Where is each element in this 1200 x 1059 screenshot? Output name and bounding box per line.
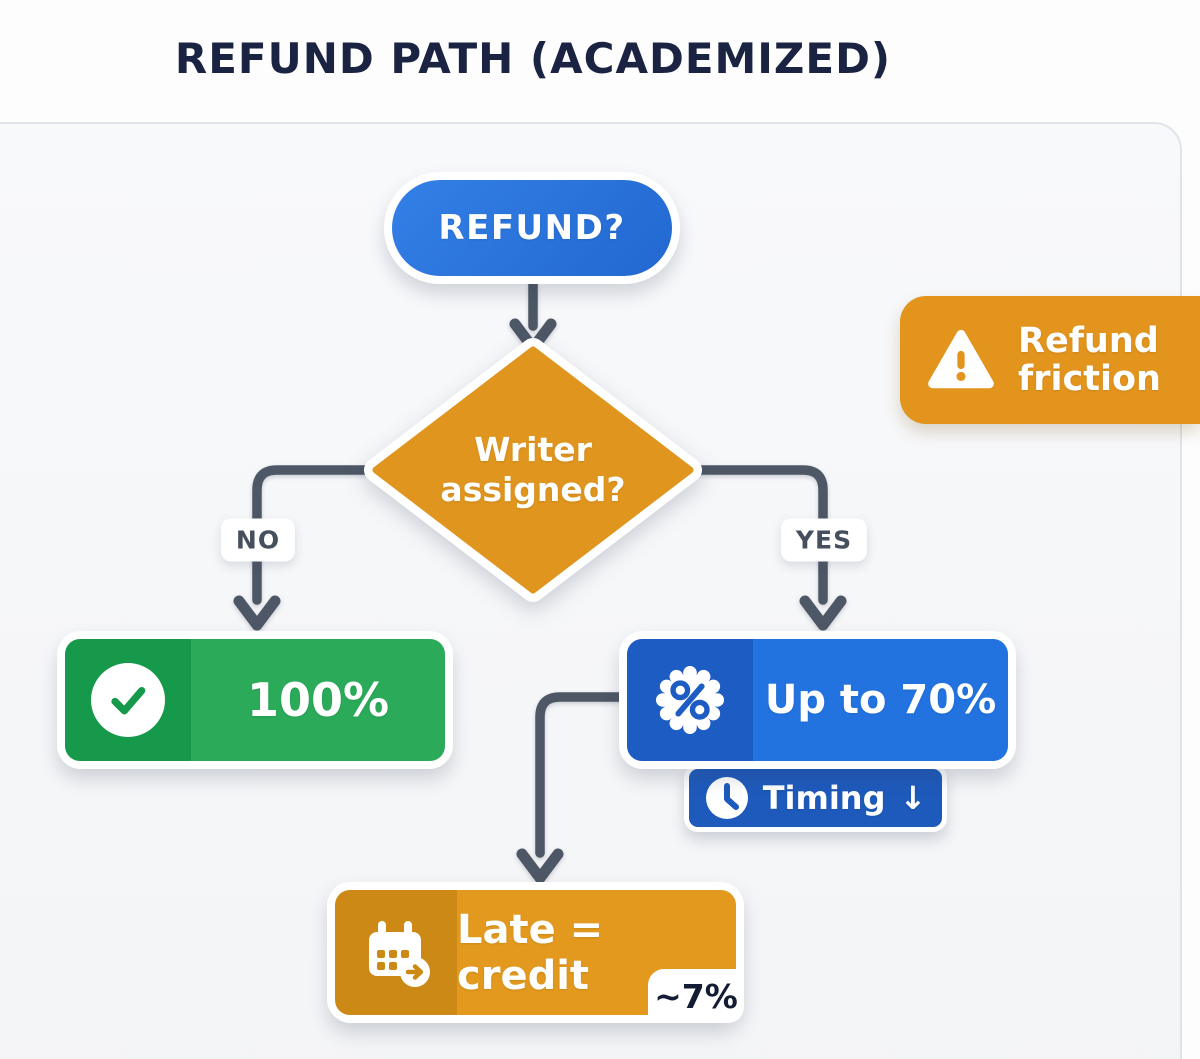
partial-refund-label-cell: Up to 70%	[753, 639, 1008, 761]
percent-seal-icon	[655, 665, 725, 735]
friction-line1: Refund	[1018, 320, 1159, 361]
outcome-partial-refund: Up to 70%	[619, 631, 1016, 769]
friction-line2: friction	[1018, 359, 1161, 399]
late-credit-rate-badge: ~7%	[648, 969, 744, 1023]
connector-decision-yes	[683, 465, 828, 605]
warning-triangle-icon	[928, 329, 994, 389]
outcome-full-refund: 100%	[57, 631, 453, 769]
partial-refund-value: Up to 70%	[764, 677, 997, 723]
start-label: REFUND?	[438, 208, 626, 248]
diamond-fill	[372, 346, 694, 594]
full-refund-value: 100%	[246, 673, 390, 727]
partial-refund-icon-cell	[627, 639, 753, 761]
late-credit-icon-cell	[335, 890, 457, 1015]
calendar-forward-icon	[369, 920, 430, 987]
connector-blue-to-late	[535, 692, 627, 858]
full-refund-label-cell: 100%	[191, 639, 445, 761]
decision-label: Writer assigned?	[383, 430, 683, 511]
decision-line2: assigned?	[440, 470, 626, 509]
decision-line1: Writer	[474, 429, 592, 469]
timing-label: Timing	[762, 779, 886, 817]
branch-label-no: NO	[220, 518, 296, 562]
down-arrow-glyph: ↓	[899, 779, 927, 817]
page-title: REFUND PATH (ACADEMIZED)	[174, 34, 892, 83]
arrowhead-decision-no	[233, 595, 281, 631]
start-node: REFUND?	[384, 172, 680, 284]
timing-note: Timing ↓	[684, 764, 947, 832]
friction-label: Refund friction	[1018, 320, 1161, 399]
clock-icon	[705, 777, 748, 819]
check-circle-icon	[91, 663, 165, 737]
arrowhead-blue-to-late	[516, 848, 564, 884]
arrowhead-decision-yes	[799, 595, 847, 631]
late-credit-label: Late = credit	[457, 906, 604, 999]
branch-label-yes: YES	[780, 518, 868, 562]
connector-decision-no	[252, 465, 383, 605]
refund-friction-callout: Refund friction	[900, 296, 1200, 424]
outcome-late-credit: Late = credit ~7%	[327, 882, 744, 1023]
full-refund-icon-cell	[65, 639, 191, 761]
